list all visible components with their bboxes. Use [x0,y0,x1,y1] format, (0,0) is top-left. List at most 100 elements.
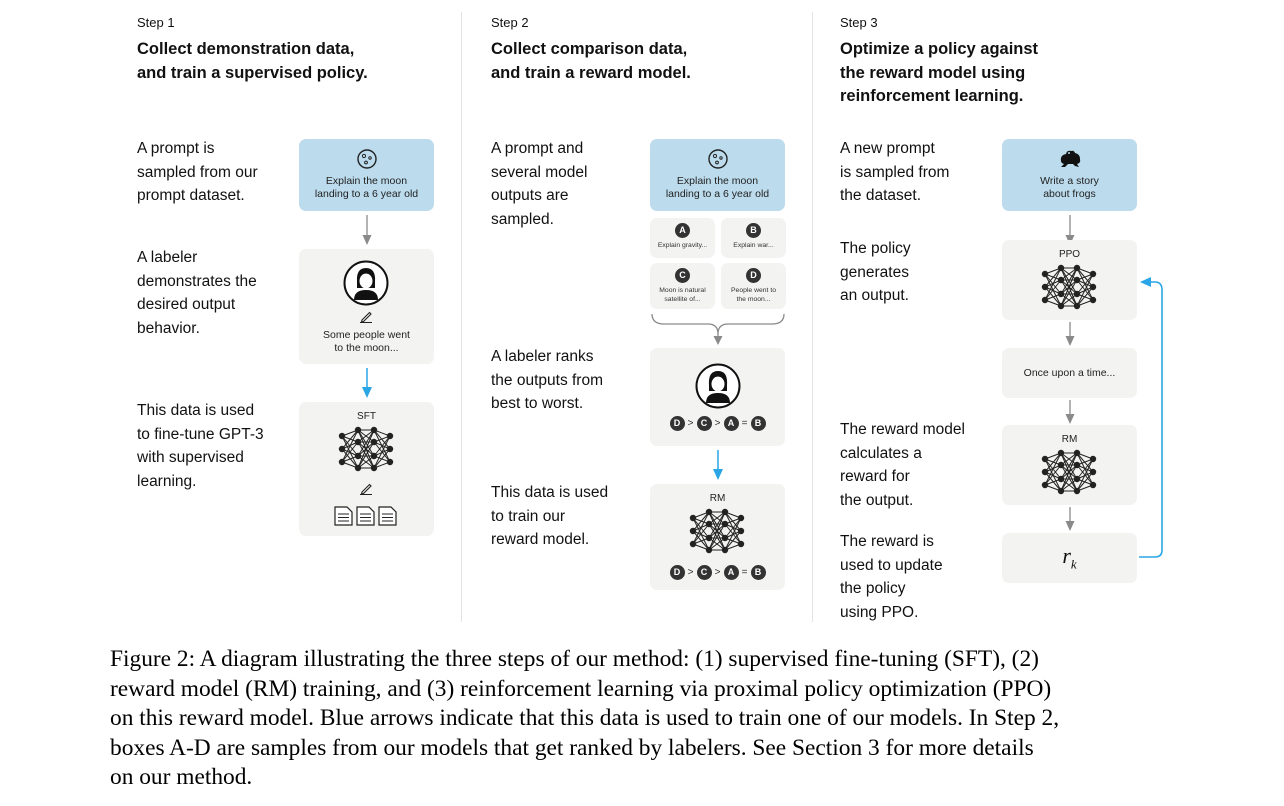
network-edge [357,455,375,469]
feedback-loop-arrow [1139,277,1163,558]
network-node [386,458,394,466]
network-node [705,508,713,516]
network-node [721,546,729,554]
step3-ppo-box: PPO [1002,240,1137,320]
network-edge [341,441,359,463]
network-edge [357,429,375,469]
network-node [354,452,362,460]
network-node [1073,290,1081,298]
network-node [1041,455,1049,463]
network-node [1073,276,1081,284]
network-node [1041,481,1049,489]
network-edge [1076,471,1094,492]
network-node [1073,264,1081,272]
gray-arrow [1065,322,1075,346]
output-line: People went to [731,287,776,294]
step3-desc-update: The reward is used to update the policy … [840,530,943,624]
network-node [386,432,394,440]
network-node [1041,283,1049,291]
gray-arrow [362,215,372,245]
output-line: Moon is natural [659,287,706,294]
caption-line: boxes A-D are samples from our models th… [110,734,1034,761]
network-node [1041,296,1049,304]
network-edge [1060,452,1078,480]
network-node [1057,276,1065,284]
network-edge [708,511,726,525]
network-node [370,464,378,472]
ranking-row: D>C>A=B [650,564,785,580]
demo-line: Some people went [323,329,410,341]
output-text-a: Explain gravity... [650,242,715,251]
prompt-line: landing to a 6 year old [665,188,770,200]
desc-line: to fine-tune GPT-3 [137,425,264,443]
network-edge [1076,273,1094,307]
network-edge [1076,273,1094,295]
network-node [338,458,346,466]
desc-line: A prompt is [137,140,215,157]
prompt-line: landing to a 6 year old [314,188,419,200]
network-edge [724,530,742,551]
output-text-d: People went to the moon... [721,287,786,304]
network-node [1089,296,1097,304]
network-edge [1060,267,1078,307]
pencil-icon [360,483,372,495]
desc-line: is sampled from [840,163,950,181]
desc-line: This data is used [137,402,255,419]
step2-prompt-text: Explain the moon landing to a 6 year old [650,175,785,201]
step1-label: Step 1 [137,15,175,30]
step2-label: Step 2 [491,15,529,30]
network-edge [724,517,742,539]
step2-desc-train: This data is used to train our reward mo… [491,481,608,552]
network-edge [1044,464,1062,486]
network-node [1073,487,1081,495]
step2-title-line: Collect comparison data, [491,40,688,58]
network-node [386,445,394,453]
network-edge [692,523,710,545]
desc-line: The reward model [840,421,965,438]
output-box-d: D People went to the moon... [721,263,786,309]
labeler-avatar-icon [343,260,389,306]
output-letter-a: A [675,223,690,238]
network-node [1089,270,1097,278]
step3-reward-box: rk [1002,533,1137,583]
network-node [1073,461,1081,469]
step3-desc-reward-model: The reward model calculates a reward for… [840,418,965,512]
network-node [1057,264,1065,272]
network-edge [1060,452,1078,492]
desc-line: The reward is [840,533,934,550]
network-node [354,438,362,446]
network-node [338,432,346,440]
output-text-c: Moon is natural satellite of... [650,287,715,304]
ranking-operator: > [687,417,694,429]
policy-output-text: Once upon a time... [1023,367,1116,379]
network-node [689,527,697,535]
gray-arrow [1065,400,1075,424]
desc-line: generates [840,263,909,281]
step3-title-line: Optimize a policy against [840,40,1039,58]
desc-line: sampled. [491,210,554,228]
network-node [705,520,713,528]
network-node [370,452,378,460]
ranking-letter: B [750,415,766,431]
network-edge [1060,464,1078,492]
neural-network-icon [1041,449,1097,495]
desc-line: outputs are [491,187,569,204]
network-edge [708,511,726,551]
column-divider-2 [812,12,813,622]
step1-title-line: and train a supervised policy. [137,63,368,82]
neural-network-icon [1041,264,1097,310]
step2-prompt-box: Explain the moon landing to a 6 year old [650,139,785,211]
network-edge [357,429,375,457]
network-node [1073,449,1081,457]
step3-desc-policy: The policy generates an output. [840,237,911,308]
ranking-operator: = [741,566,748,578]
column-divider-1 [461,12,462,622]
step1-sft-box: SFT [299,402,434,536]
step2-desc-prompt: A prompt and several model outputs are s… [491,137,588,231]
desc-line: an output. [840,287,909,304]
ranking-operator: > [714,417,721,429]
desc-line: reward for [840,468,910,485]
network-edge [1044,267,1062,301]
network-node [1089,468,1097,476]
desc-line: sampled from our [137,163,258,181]
